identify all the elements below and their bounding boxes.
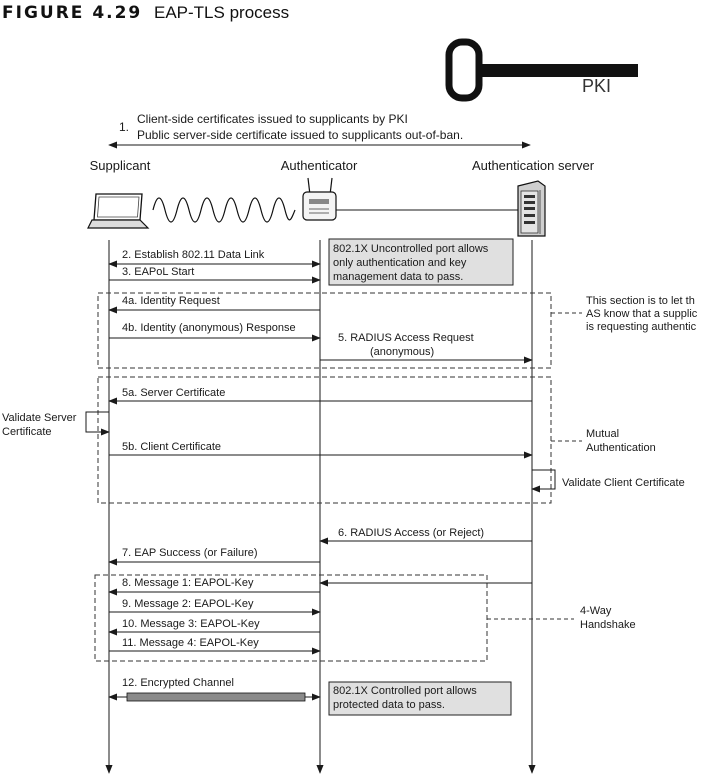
msg-2-label: 2. Establish 802.11 Data Link	[122, 249, 265, 261]
pki-label: PKI	[582, 76, 611, 96]
step1-line1: Client-side certificates issued to suppl…	[137, 112, 408, 126]
msg-5b-label: 5b. Client Certificate	[122, 441, 221, 453]
section-note-line1: This section is to let th	[586, 295, 695, 307]
msg-5-label-line1: 5. RADIUS Access Request	[338, 332, 474, 344]
identity-section-box	[97, 292, 552, 369]
uncontrolled-note-line3: management data to pass.	[333, 271, 463, 283]
validate-server-loop	[85, 411, 110, 436]
step1-number: 1.	[119, 120, 129, 134]
msg-11-label: 11. Message 4: EAPOL-Key	[122, 637, 259, 649]
figure-title: EAP-TLS process	[154, 3, 290, 22]
step1-line2: Public server-side certificate issued to…	[137, 128, 463, 142]
server-tower-icon	[517, 180, 546, 237]
validate-client-label: Validate Client Certificate	[562, 477, 685, 489]
msg-6-label: 6. RADIUS Access (or Reject)	[338, 527, 484, 539]
section-note-line2: AS know that a supplic	[586, 308, 698, 320]
msg-4b-label: 4b. Identity (anonymous) Response	[122, 322, 296, 334]
validate-server-line2: Certificate	[2, 426, 52, 438]
handshake-note-line2: Handshake	[580, 619, 636, 631]
validate-server-line1: Validate Server	[2, 412, 77, 424]
msg-8-label: 8. Message 1: EAPOL-Key	[122, 577, 254, 589]
key-icon	[445, 38, 638, 102]
controlled-port-note	[328, 681, 512, 716]
msg-4a-label: 4a. Identity Request	[122, 295, 220, 307]
controlled-note-line1: 802.1X Controlled port allows	[333, 685, 477, 697]
laptop-icon	[87, 193, 150, 229]
access-point-icon	[302, 177, 337, 221]
section-note-line3: is requesting authentic	[586, 321, 697, 333]
msg-10-label: 10. Message 3: EAPOL-Key	[122, 618, 260, 630]
mutual-auth-box	[97, 376, 552, 504]
controlled-note-line2: protected data to pass.	[333, 699, 445, 711]
msg-12-label: 12. Encrypted Channel	[122, 677, 234, 689]
authentication-server-label: Authentication server	[472, 158, 595, 173]
validate-client-loop	[531, 469, 556, 493]
authenticator-label: Authenticator	[281, 158, 358, 173]
msg-3-label: 3. EAPoL Start	[122, 266, 194, 278]
supplicant-label: Supplicant	[90, 158, 151, 173]
encrypted-channel-bar	[126, 692, 306, 702]
mutual-note-line1: Mutual	[586, 428, 619, 440]
wireless-wave-icon	[152, 197, 296, 223]
msg-5-label-line2: (anonymous)	[370, 346, 434, 358]
mutual-note-line2: Authentication	[586, 442, 656, 454]
uncontrolled-note-line2: only authentication and key	[333, 257, 467, 269]
uncontrolled-port-note	[328, 238, 514, 286]
msg-7-label: 7. EAP Success (or Failure)	[122, 547, 258, 559]
msg-5a-label: 5a. Server Certificate	[122, 387, 225, 399]
msg-9-label: 9. Message 2: EAPOL-Key	[122, 598, 254, 610]
uncontrolled-note-line1: 802.1X Uncontrolled port allows	[333, 243, 489, 255]
figure-label: FIGURE 4.29	[2, 3, 143, 23]
handshake-note-line1: 4-Way	[580, 605, 612, 617]
handshake-box	[94, 574, 488, 662]
